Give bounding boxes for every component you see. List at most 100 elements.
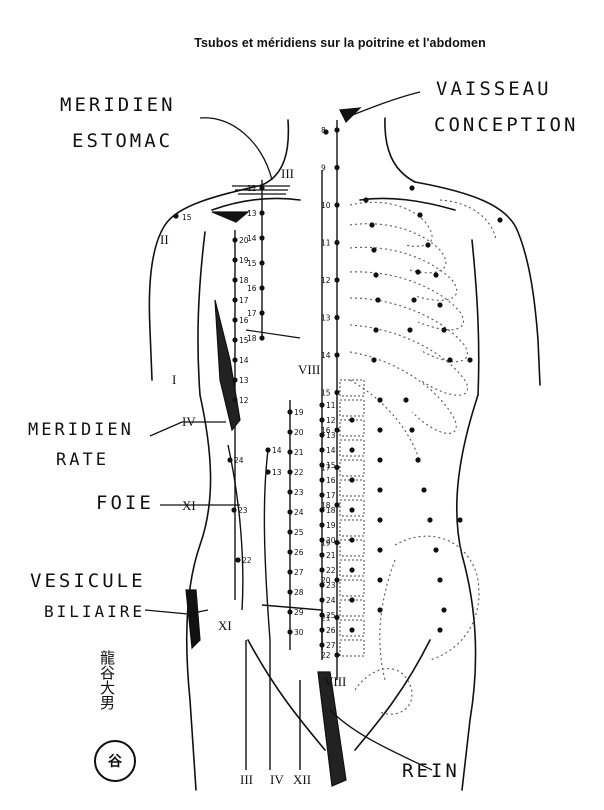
left-torso-contour: [186, 394, 212, 791]
conception-point-number: 17: [321, 464, 331, 473]
right-side-point: [425, 242, 431, 248]
stomach_lower-point-number: 29: [294, 608, 304, 617]
roman-bottom-iii: III: [240, 772, 253, 787]
right-side-point: [403, 397, 409, 403]
right-side-point: [437, 302, 443, 308]
stomach_upper-point-number: 17: [247, 309, 257, 318]
stomach_upper-point-number: 13: [247, 209, 257, 218]
kidney-point: [319, 567, 325, 573]
right-side-point: [457, 517, 463, 523]
roman-bottom-iv: IV: [270, 772, 284, 787]
rib-4: [349, 271, 465, 331]
spleen-point: [232, 257, 238, 263]
kidney-point: [319, 507, 325, 513]
stomach_upper-point: [259, 235, 265, 241]
roman-bottom-xii: XII: [293, 772, 312, 787]
spleen-point: [232, 277, 238, 283]
stomach_lower-point: [287, 529, 293, 535]
gallbladder-point: [231, 507, 237, 513]
kidney-point-number: 11: [326, 401, 336, 410]
gallbladder-point-number: 23: [238, 506, 248, 515]
conception-point-number: 12: [321, 276, 331, 285]
kidney-point: [319, 627, 325, 633]
right-shoulder-contour: [414, 181, 541, 386]
conception-point: [334, 502, 340, 508]
right-side-point: [349, 447, 355, 453]
kidney-point-number: 25: [326, 611, 336, 620]
vertebra: [339, 459, 365, 477]
stomach_upper-point: [259, 335, 265, 341]
clavicle-right: [359, 197, 456, 211]
roman-liver: XI: [182, 498, 196, 513]
author-signature-kanji: 龍谷大男: [98, 650, 116, 710]
femur-head: [354, 668, 413, 715]
spleen-point-number: 13: [239, 376, 249, 385]
kidney-point: [319, 447, 325, 453]
hatch-shoulder: [211, 211, 250, 223]
kidney-point: [319, 582, 325, 588]
clavicle-left: [211, 197, 301, 211]
right-side-point: [441, 327, 447, 333]
stomach_lower-point: [287, 509, 293, 515]
spleen-point: [232, 357, 238, 363]
pointer-vaisseau: [344, 91, 421, 119]
liver-point-number: 13: [272, 468, 282, 477]
acupoint-numbers: 8910111213141516171819202122121314151617…: [182, 126, 336, 660]
conception-point-number: 10: [321, 201, 331, 210]
right-side-point: [437, 627, 443, 633]
right-torso-contour: [455, 394, 479, 791]
right-side-point: [447, 357, 453, 363]
hatch-nipple: [245, 329, 301, 339]
hatch-top-wedge: [339, 107, 362, 124]
pelvis-inner: [379, 559, 396, 681]
stomach_upper-point-number: 15: [247, 259, 257, 268]
conception-point: [334, 539, 340, 546]
left-inguinal-line: [247, 639, 326, 751]
kidney-point: [319, 642, 325, 648]
stomach_lower-point-number: 25: [294, 528, 304, 537]
conception-point: [334, 352, 340, 358]
conception-point-number: 13: [321, 314, 331, 323]
right-side-point: [377, 607, 383, 613]
right-side-point: [373, 272, 379, 278]
pointer-rein: [329, 709, 433, 771]
right-side-point: [377, 457, 383, 463]
right-side-point: [441, 607, 447, 613]
rib-2: [349, 223, 447, 274]
kidney-point: [319, 612, 325, 618]
conception-point-number: 16: [321, 426, 331, 435]
right-side-point: [363, 197, 369, 203]
spleen-point-number: 12: [239, 396, 249, 405]
right-side-point: [377, 397, 383, 403]
stomach_lower-point: [287, 469, 293, 475]
stomach_upper-point: [259, 185, 265, 191]
neck-left-contour: [261, 119, 290, 186]
roman-spleen: IV: [182, 414, 196, 429]
conception-point: [334, 164, 340, 171]
kidney-point-number: 13: [326, 431, 336, 440]
kidney-point-number: 14: [326, 446, 336, 455]
conception-point-number: 15: [321, 389, 331, 398]
gallbladder-point: [227, 457, 233, 463]
kidney-point-number: 19: [326, 521, 336, 530]
conception-point-number: 9: [321, 164, 326, 173]
stomach_lower-point: [287, 449, 293, 455]
right-side-point: [377, 517, 383, 523]
right-side-point: [377, 487, 383, 493]
vertebra: [339, 619, 365, 637]
stomach_lower-point-number: 19: [294, 408, 304, 417]
right-side-point: [417, 212, 423, 218]
right-side-point: [349, 477, 355, 483]
stomach_upper-point: [259, 310, 265, 316]
kidney-point-number: 26: [326, 626, 336, 635]
vertebra: [339, 559, 365, 577]
conception-point: [334, 652, 340, 658]
right-side-point: [349, 567, 355, 573]
stomach_lower-point-number: 28: [294, 588, 304, 597]
kidney-point-number: 21: [326, 551, 336, 560]
right-side-point: [427, 517, 433, 523]
vertebra: [339, 519, 365, 537]
gallbladder-point-number: 22: [242, 556, 252, 565]
